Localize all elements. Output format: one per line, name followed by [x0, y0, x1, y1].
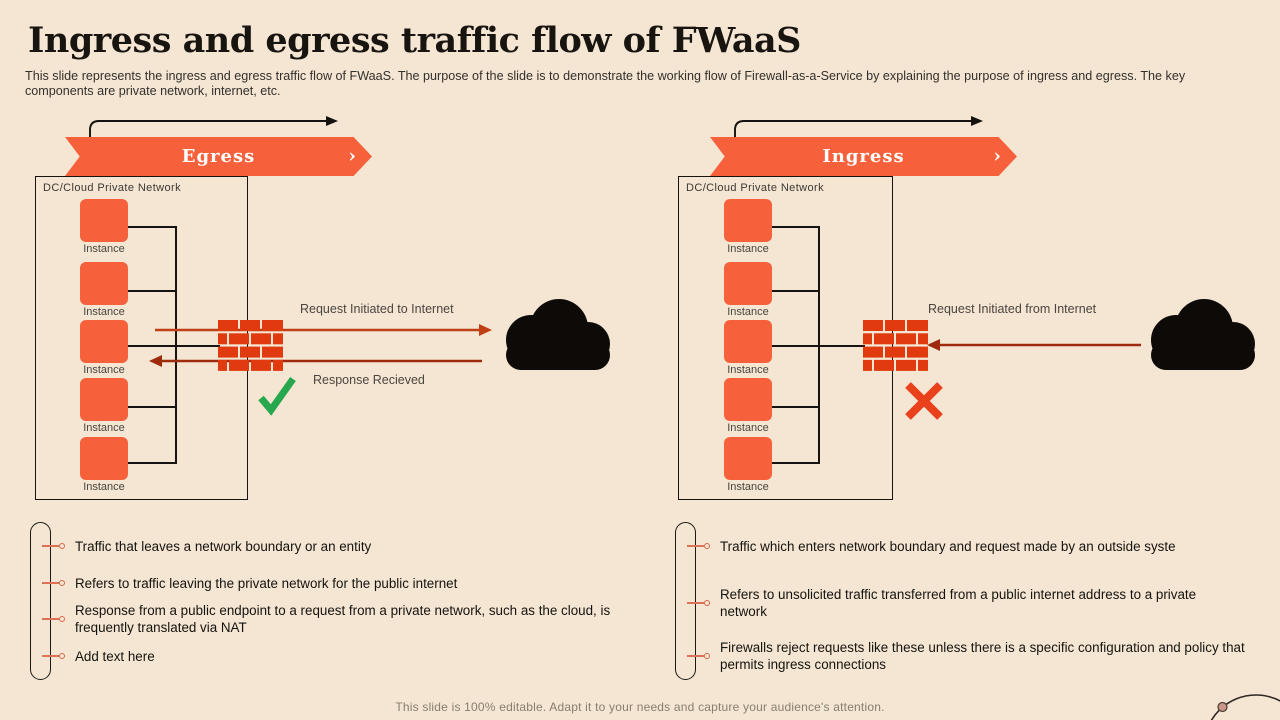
egress-banner-label: Egress	[181, 146, 256, 167]
list-item: Refers to traffic leaving the private ne…	[42, 574, 642, 592]
ingress-network-box: DC/Cloud Private Network	[678, 176, 893, 500]
ingress-list-bracket	[675, 522, 696, 680]
egress-firewall-icon	[218, 320, 283, 371]
egress-instance-3: Instance	[80, 320, 128, 376]
cross-icon	[905, 382, 943, 420]
ingress-instance-1: Instance	[724, 199, 772, 255]
instance-label: Instance	[83, 306, 125, 318]
ingress-bus-line	[818, 226, 820, 464]
bullet-connector-icon	[687, 653, 713, 659]
bullet-connector-icon	[42, 653, 68, 659]
list-item: Refers to unsolicited traffic transferre…	[687, 585, 1267, 621]
ingress-banner-label: Ingress	[822, 146, 905, 167]
ingress-connector-line	[772, 462, 818, 464]
egress-banner: Egress ›	[65, 137, 372, 176]
list-item: Traffic that leaves a network boundary o…	[42, 537, 642, 555]
instance-label: Instance	[727, 306, 769, 318]
bullet-text: Refers to unsolicited traffic transferre…	[720, 587, 1197, 619]
bullet-text: Refers to traffic leaving the private ne…	[75, 575, 458, 591]
egress-response-label: Response Recieved	[313, 373, 425, 387]
egress-instance-1: Instance	[80, 199, 128, 255]
page-title: Ingress and egress traffic flow of FWaaS	[28, 20, 801, 61]
egress-bus-line	[175, 226, 177, 464]
instance-label: Instance	[83, 364, 125, 376]
egress-elbow-arrow	[89, 116, 338, 144]
egress-instance-4: Instance	[80, 378, 128, 434]
instance-icon	[80, 437, 128, 480]
bullet-text: Firewalls reject requests like these unl…	[720, 640, 1245, 672]
ingress-banner-chevron-icon: ›	[993, 144, 1001, 167]
ingress-cloud-icon	[1151, 299, 1255, 370]
instance-icon	[724, 199, 772, 242]
ingress-elbow-arrow	[734, 116, 983, 144]
instance-icon	[80, 199, 128, 242]
instance-icon	[724, 320, 772, 363]
egress-connector-line	[128, 406, 175, 408]
instance-icon	[724, 437, 772, 480]
ingress-request-label: Request Initiated from Internet	[928, 302, 1097, 316]
instance-icon	[724, 262, 772, 305]
instance-icon	[80, 378, 128, 421]
bullet-connector-icon	[687, 600, 713, 606]
instance-label: Instance	[83, 422, 125, 434]
egress-list-bracket	[30, 522, 51, 680]
egress-network-label: DC/Cloud Private Network	[43, 182, 181, 194]
egress-request-label: Request Initiated to Internet	[300, 302, 454, 316]
ingress-connector-line	[772, 406, 818, 408]
bullet-connector-icon	[42, 580, 68, 586]
instance-label: Instance	[727, 364, 769, 376]
instance-label: Instance	[83, 243, 125, 255]
ingress-connector-line	[772, 226, 818, 228]
egress-instance-2: Instance	[80, 262, 128, 318]
footer-note: This slide is 100% editable. Adapt it to…	[395, 700, 885, 714]
egress-request-arrow	[155, 324, 492, 336]
egress-instance-5: Instance	[80, 437, 128, 493]
ingress-network-label: DC/Cloud Private Network	[686, 182, 824, 194]
egress-connector-line	[128, 290, 175, 292]
bullet-text: Traffic that leaves a network boundary o…	[75, 538, 372, 554]
ingress-request-arrow	[927, 339, 1141, 351]
instance-icon	[724, 378, 772, 421]
egress-connector-line	[128, 226, 175, 228]
bullet-connector-icon	[687, 543, 713, 549]
instance-icon	[80, 320, 128, 363]
egress-cloud-icon	[506, 299, 610, 370]
egress-connector-line	[128, 345, 220, 347]
bullet-text: Add text here	[75, 648, 155, 664]
bullet-text: Traffic which enters network boundary an…	[720, 538, 1176, 554]
bullet-text: Response from a public endpoint to a req…	[75, 603, 611, 635]
bullet-connector-icon	[42, 616, 68, 622]
bullet-connector-icon	[42, 543, 68, 549]
ingress-banner: Ingress ›	[710, 137, 1017, 176]
instance-icon	[80, 262, 128, 305]
egress-banner-chevron-icon: ›	[348, 144, 356, 167]
ingress-firewall-icon	[863, 320, 928, 371]
list-item: Add text here	[42, 647, 642, 665]
page-subtitle: This slide represents the ingress and eg…	[25, 69, 1186, 98]
ingress-instance-3: Instance	[724, 320, 772, 376]
ingress-instance-5: Instance	[724, 437, 772, 493]
ingress-connector-line	[772, 290, 818, 292]
egress-response-arrow	[149, 355, 482, 367]
check-icon	[258, 376, 296, 416]
egress-connector-line	[128, 462, 175, 464]
instance-label: Instance	[727, 422, 769, 434]
instance-label: Instance	[727, 243, 769, 255]
list-item: Firewalls reject requests like these unl…	[687, 638, 1267, 674]
list-item: Response from a public endpoint to a req…	[42, 601, 652, 637]
instance-label: Instance	[83, 481, 125, 493]
instance-label: Instance	[727, 481, 769, 493]
corner-circle-decoration	[1210, 694, 1280, 720]
list-item: Traffic which enters network boundary an…	[687, 537, 1280, 555]
ingress-instance-4: Instance	[724, 378, 772, 434]
ingress-instance-2: Instance	[724, 262, 772, 318]
